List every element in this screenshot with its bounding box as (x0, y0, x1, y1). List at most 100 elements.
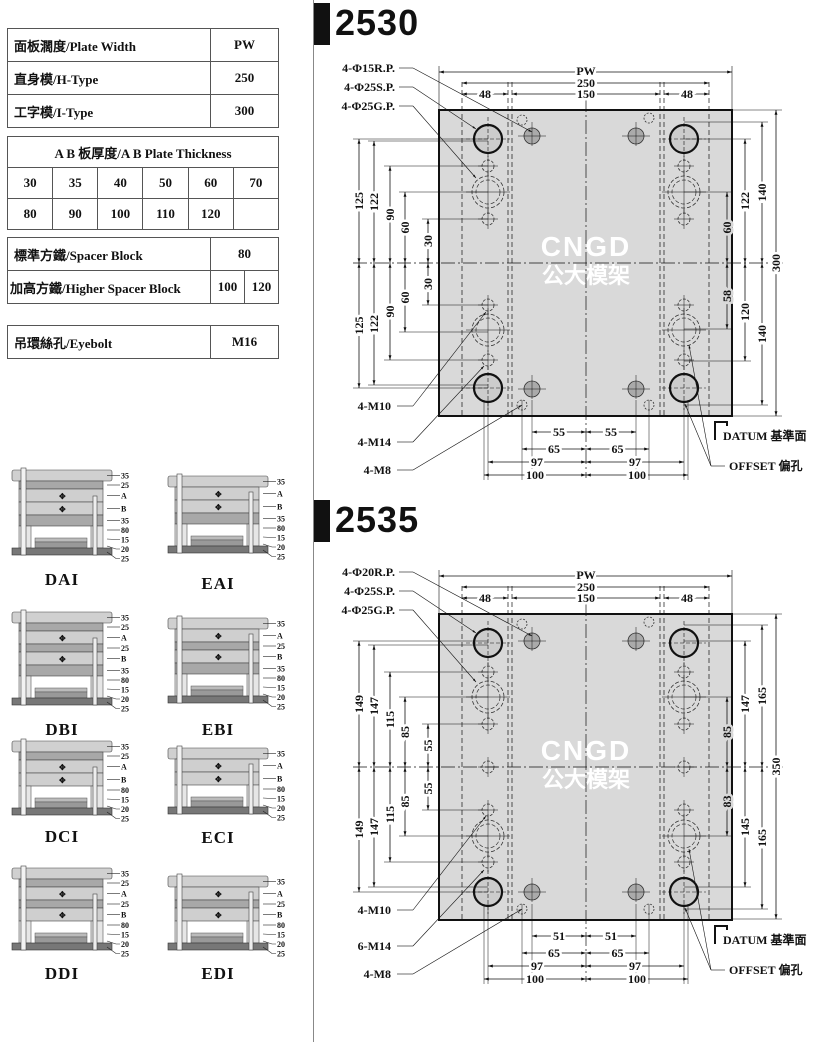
leader-line (412, 815, 487, 911)
row-value: M16 (210, 325, 279, 359)
mold-plate (11, 740, 113, 753)
dim-label-overall: 250 (577, 76, 595, 90)
mold-plate (167, 617, 269, 630)
table-header: A B 板厚度/A B Plate Thickness (7, 136, 279, 168)
leader-line (684, 907, 712, 971)
thread-callout: 4-M14 (358, 435, 391, 449)
datum-label: DATUM 基準面 (723, 428, 806, 443)
watermark-logo: CNGD (541, 735, 631, 766)
datum-symbol (714, 925, 728, 944)
ejector-retainer-plate (190, 796, 244, 802)
dim-label-bottom: 100 (526, 972, 544, 986)
leader-line (262, 543, 276, 548)
guide-pin (20, 609, 27, 706)
clamp-plate (167, 695, 269, 704)
dim-label-left: 147 (367, 818, 381, 836)
clamp-plate (167, 545, 269, 554)
row-label: 加高方鐵/Higher Spacer Block (7, 270, 211, 304)
dim-label-left: 122 (367, 315, 381, 333)
dim-label-left: 30 (421, 278, 435, 290)
header-value: PW (210, 28, 279, 62)
return-pin (92, 495, 98, 556)
layer-label: 15 (121, 536, 129, 545)
dim-label-left: 115 (383, 711, 397, 728)
mold-plate (18, 622, 104, 632)
dim-label-right: 83 (720, 796, 734, 808)
dim-label-left: 55 (421, 740, 435, 752)
leader-line (412, 869, 485, 947)
cell: 60 (187, 167, 234, 199)
dim-label-left: 85 (398, 726, 412, 738)
layer-label: 35 (277, 620, 285, 629)
offset-label: OFFSET 偏孔 (729, 458, 802, 473)
thread-callout: 4-M8 (364, 463, 391, 477)
mold-type-name: EBI (201, 720, 235, 739)
layer-label: 35 (277, 750, 285, 759)
leader-line (262, 940, 276, 945)
mold-type-name: DBI (45, 720, 79, 739)
hole-callout: 4-Φ20R.P. (342, 565, 395, 579)
dim-label-right: 147 (738, 695, 752, 713)
mold-type-name: DCI (44, 827, 80, 846)
layer-label: 25 (121, 879, 129, 888)
cavity-mark: ✥ (59, 655, 66, 664)
dim-label-bottom: 55 (553, 425, 565, 439)
cell: 110 (142, 198, 189, 230)
mold-plate (18, 907, 104, 922)
dim-label-right: 300 (769, 254, 783, 272)
mold-plate (18, 899, 104, 909)
return-pin (92, 766, 98, 816)
mold-plate (167, 747, 269, 760)
layer-label: 20 (121, 805, 129, 814)
drawing-title: 2530 (335, 2, 420, 43)
layer-label: 15 (121, 931, 129, 940)
layer-label: 25 (121, 623, 129, 632)
layer-label: B (121, 911, 127, 920)
mold-plate (18, 643, 104, 653)
m8-hole (643, 112, 655, 124)
hole-callout: 4-Φ25S.P. (344, 584, 395, 598)
cavity-mark: ✥ (59, 911, 66, 920)
row-value: 80 (210, 237, 279, 271)
dim-label-left: 125 (352, 192, 366, 210)
cavity-mark: ✥ (215, 503, 222, 512)
leader-line (412, 590, 477, 634)
dim-label-right: 140 (755, 184, 769, 202)
return-pin (248, 491, 254, 554)
return-pin (248, 891, 254, 951)
layer-label: 25 (121, 900, 129, 909)
ab-thickness-table: A B 板厚度/A B Plate Thickness 30 35 40 50 … (6, 136, 280, 230)
layer-label: 15 (277, 684, 285, 693)
leader-line (106, 946, 120, 954)
cavity-mark: ✥ (215, 911, 222, 920)
return-pin (92, 637, 98, 706)
mold-plate (11, 611, 113, 624)
dim-label-bottom: 65 (548, 442, 560, 456)
mold-plate (174, 662, 260, 675)
dim-label-pw: PW (576, 568, 595, 582)
layer-label: 80 (277, 785, 285, 794)
cavity-mark: ✥ (215, 775, 222, 784)
cavity-mark: ✥ (215, 632, 222, 641)
layer-label: 25 (121, 815, 129, 824)
drawing-title: 2535 (335, 499, 420, 540)
layer-label: 35 (121, 870, 129, 879)
leader-line (262, 804, 276, 809)
mold-plate (167, 475, 269, 488)
guide-pin (176, 473, 183, 554)
layer-label: 25 (277, 553, 285, 562)
layer-label: 35 (277, 878, 285, 887)
dim-label-left: 60 (398, 292, 412, 304)
leader-line (684, 403, 712, 467)
dim-label-left: 90 (383, 306, 397, 318)
return-pin (248, 763, 254, 815)
leader-line (262, 686, 276, 688)
dim-label-left: 85 (398, 796, 412, 808)
leader-line (106, 798, 120, 800)
